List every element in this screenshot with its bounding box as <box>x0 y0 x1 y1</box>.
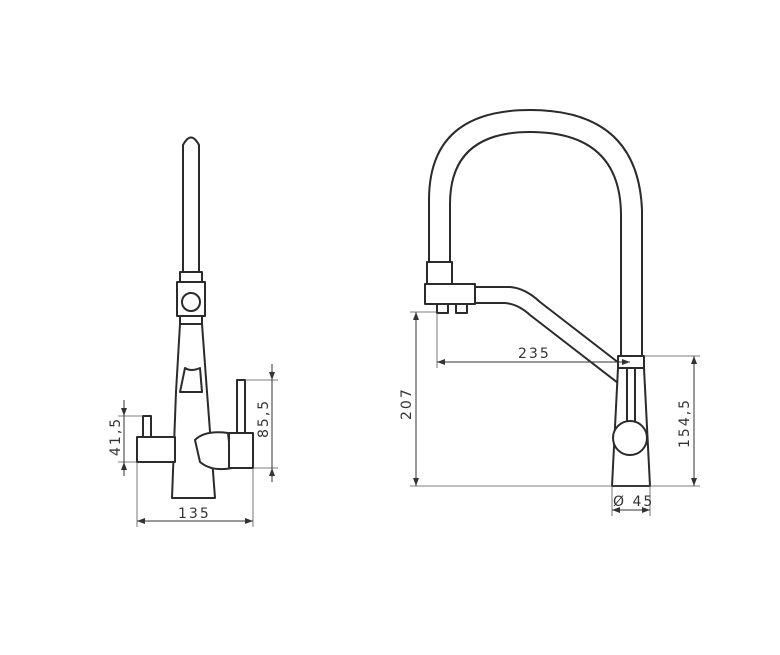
front-swivel-knob <box>181 292 201 312</box>
front-right-handle <box>194 431 233 471</box>
side-gooseneck-inner <box>449 131 622 357</box>
side-lever <box>626 367 636 425</box>
front-spout <box>182 136 200 273</box>
dim-side-diameter: Ø 45 <box>613 494 654 510</box>
front-body-shadow <box>179 367 203 393</box>
side-nozzle-2 <box>455 303 468 314</box>
front-view: 135 41,5 85,5 <box>108 136 278 527</box>
side-spout-collar <box>426 261 453 285</box>
front-right-lever-hub <box>228 432 254 469</box>
front-spout-base-ring <box>179 315 203 325</box>
dim-front-width: 135 <box>178 506 211 522</box>
front-left-lever <box>142 415 152 439</box>
side-view: 207 235 154,5 Ø 45 <box>399 109 700 516</box>
dim-side-total-height: 207 <box>399 387 415 420</box>
side-nozzle-1 <box>436 303 449 314</box>
dim-front-spout-height: 41,5 <box>108 417 124 456</box>
dim-side-body-height: 154,5 <box>677 398 693 448</box>
dim-side-reach: 235 <box>518 346 551 362</box>
side-handle-knob <box>612 420 648 456</box>
front-left-lever-hub <box>136 436 176 463</box>
front-right-lever-stem <box>236 379 246 434</box>
side-gooseneck-outer <box>428 109 643 357</box>
front-body <box>171 323 216 499</box>
front-spout-ring <box>179 271 203 283</box>
side-arm <box>474 286 629 384</box>
dim-front-handle-height: 85,5 <box>256 399 272 438</box>
side-spout-head <box>424 283 476 305</box>
